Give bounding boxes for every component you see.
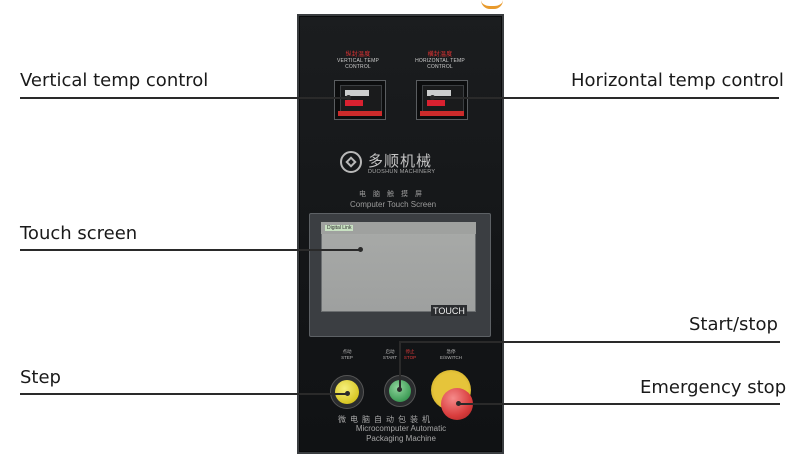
estop-label-cn: 急停	[446, 349, 456, 354]
touch-screen[interactable]	[321, 222, 476, 312]
vertical-temp-pv-digits	[345, 90, 369, 96]
leader-touch-screen	[20, 249, 360, 251]
horizontal-temp-title-en: HORIZONTAL TEMP CONTROL	[415, 58, 465, 70]
vertical-temp-keys[interactable]	[338, 111, 382, 116]
leader-vertical-temp	[20, 97, 348, 99]
machine-name-cn: 微电脑自动包装机	[338, 415, 434, 424]
stop-label-en: STOP	[403, 355, 417, 360]
top-decoration	[481, 0, 503, 9]
leader-emergency-stop	[458, 403, 780, 405]
vertical-temp-sv-digits	[345, 100, 363, 106]
callout-touch-screen: Touch screen	[20, 223, 138, 244]
step-button-label: 点动 STEP	[334, 349, 360, 361]
leader-dot-horizontal-temp	[430, 95, 435, 100]
leader-step	[20, 393, 347, 395]
leader-dot-emergency-stop	[456, 401, 461, 406]
callout-emergency-stop: Emergency stop	[640, 377, 787, 398]
leader-start-stop	[399, 341, 780, 343]
touch-screen-label-cn: 电脑触摸屏	[359, 191, 429, 198]
leader-horizontal-temp	[432, 97, 779, 99]
brand-emblem-icon	[340, 151, 362, 173]
callout-step: Step	[20, 367, 61, 388]
leader-dot-vertical-temp	[346, 95, 351, 100]
start-button-label: 启动 START	[380, 349, 400, 361]
step-label-cn: 点动	[342, 349, 352, 354]
touch-screen-header-bar	[321, 222, 476, 234]
leader-dot-step	[345, 391, 350, 396]
brand-name: 多顺机械	[368, 152, 433, 170]
vertical-temp-controller[interactable]	[334, 80, 386, 120]
step-label-en: STEP	[341, 355, 353, 360]
horizontal-temp-display	[422, 85, 464, 113]
brand-subtitle: DUOSHUN MACHINERY	[368, 169, 436, 175]
estop-label-en: E/SWITCH	[440, 355, 462, 360]
stop-label-cn: 停止	[405, 349, 415, 354]
vertical-temp-title-en: VERTICAL TEMP CONTROL	[337, 58, 379, 70]
machine-name-en-line2: Packaging Machine	[366, 434, 436, 443]
horizontal-temp-pv-digits	[427, 90, 451, 96]
leader-start-stop-vertical	[399, 341, 401, 389]
brand-logo: 多顺机械 DUOSHUN MACHINERY	[340, 150, 470, 182]
callout-vertical-temp: Vertical temp control	[20, 70, 209, 91]
callout-horizontal-temp: Horizontal temp control	[571, 70, 784, 91]
start-label-cn: 启动	[385, 349, 395, 354]
horizontal-temp-controller[interactable]	[416, 80, 468, 120]
horizontal-temp-title: 横封温度 HORIZONTAL TEMP CONTROL	[410, 52, 470, 70]
vertical-temp-title-cn: 纵封温度	[345, 52, 371, 58]
callout-start-stop: Start/stop	[689, 314, 778, 335]
machine-name-en: Microcomputer Automatic Packaging Machin…	[328, 424, 474, 444]
touch-screen-label-en: Computer Touch Screen	[350, 200, 437, 209]
start-label-en: START	[382, 355, 398, 360]
horizontal-temp-title-cn: 横封温度	[427, 52, 453, 58]
machine-name-en-line1: Microcomputer Automatic	[355, 424, 447, 433]
touch-screen-tag: Digital Link	[325, 225, 354, 231]
leader-dot-touch-screen	[358, 247, 363, 252]
leader-dot-start-stop	[397, 387, 402, 392]
vertical-temp-title: 纵封温度 VERTICAL TEMP CONTROL	[328, 52, 388, 70]
estop-button-label: 急停 E/SWITCH	[434, 349, 468, 361]
horizontal-temp-sv-digits	[427, 100, 445, 106]
stop-button-label: 停止 STOP	[400, 349, 420, 361]
touch-badge: TOUCH	[431, 305, 467, 316]
horizontal-temp-keys[interactable]	[420, 111, 464, 116]
